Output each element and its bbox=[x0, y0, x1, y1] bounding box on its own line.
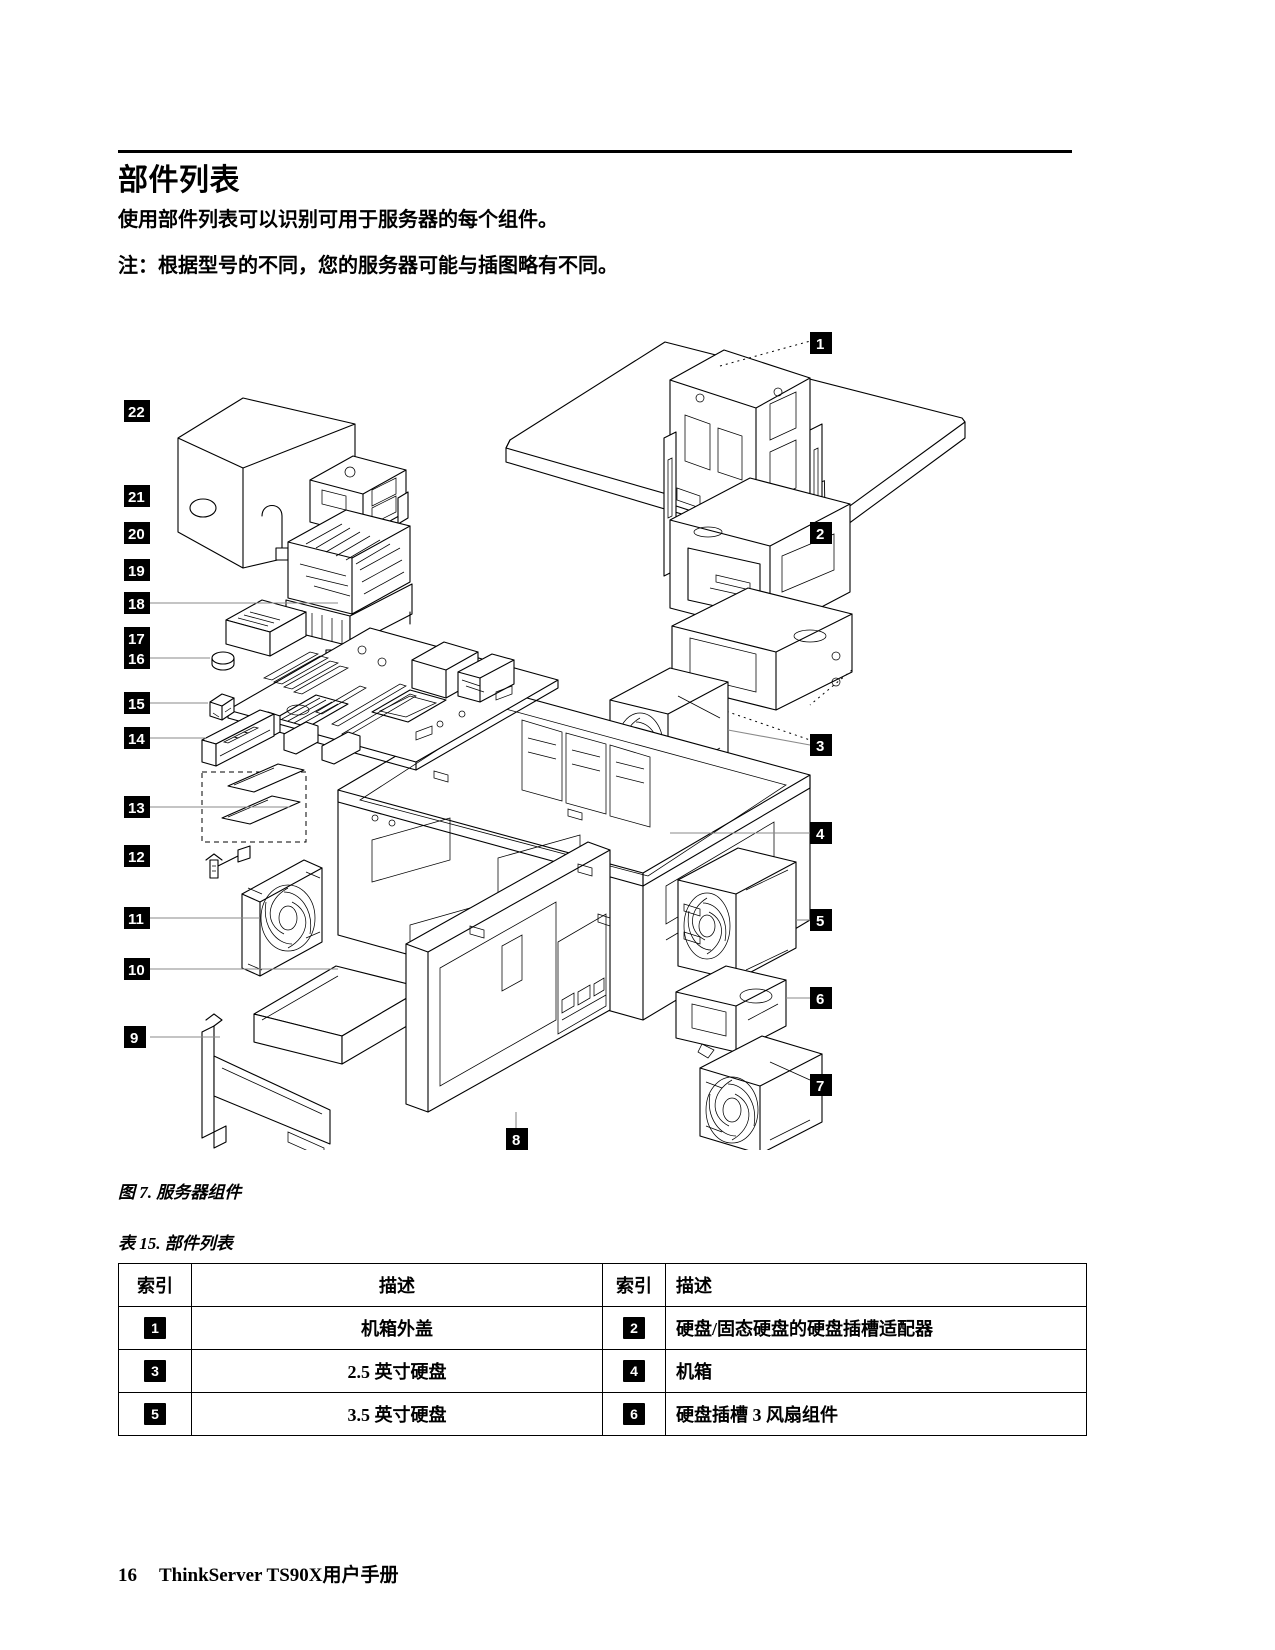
callout-2: 2 bbox=[810, 522, 832, 544]
row-description: 硬盘插槽 3 风扇组件 bbox=[665, 1392, 1087, 1436]
svg-text:12: 12 bbox=[128, 849, 145, 866]
callout-21: 21 bbox=[124, 485, 150, 507]
optical-drive-part bbox=[253, 965, 425, 1065]
fan-blades-icon bbox=[683, 892, 731, 960]
header-index-2: 索引 bbox=[602, 1263, 666, 1307]
index-chip: 5 bbox=[144, 1403, 166, 1425]
svg-text:20: 20 bbox=[128, 526, 145, 543]
row-index-badge: 6 bbox=[602, 1392, 666, 1436]
row-index-badge: 2 bbox=[602, 1306, 666, 1350]
callout-9: 9 bbox=[124, 1026, 146, 1048]
header-description-1: 描述 bbox=[191, 1263, 603, 1307]
callout-15: 15 bbox=[124, 692, 150, 714]
svg-text:13: 13 bbox=[128, 800, 145, 817]
index-chip: 1 bbox=[144, 1317, 166, 1339]
svg-text:19: 19 bbox=[128, 563, 145, 580]
callout-14: 14 bbox=[124, 727, 150, 749]
callout-1: 1 bbox=[810, 332, 832, 354]
hard-drive-35-part bbox=[677, 847, 797, 981]
front-bezel-part bbox=[405, 841, 611, 1113]
row-description: 2.5 英寸硬盘 bbox=[191, 1349, 603, 1393]
standoff-screw-part bbox=[205, 845, 251, 879]
callout-22: 22 bbox=[124, 400, 150, 422]
row-index-badge: 5 bbox=[118, 1392, 192, 1436]
row-description: 机箱 bbox=[665, 1349, 1087, 1393]
page-footer: 16 ThinkServer TS90X用户手册 bbox=[118, 1560, 398, 1587]
callout-13: 13 bbox=[124, 796, 150, 818]
callout-6: 6 bbox=[810, 987, 832, 1009]
figure-caption: 图 7. 服务器组件 bbox=[118, 1183, 242, 1202]
svg-text:5: 5 bbox=[816, 913, 824, 930]
parts-list-table: 索引 描述 索引 描述 1 机箱外盖 2 硬盘/固态硬盘的硬盘插槽适配器 3 2… bbox=[118, 1263, 1087, 1436]
front-fan-part bbox=[241, 859, 323, 977]
page-title: 部件列表 bbox=[118, 164, 240, 197]
svg-text:6: 6 bbox=[816, 991, 824, 1008]
svg-text:11: 11 bbox=[128, 911, 144, 928]
svg-text:17: 17 bbox=[128, 631, 145, 648]
system-fan-part bbox=[699, 1035, 823, 1150]
row-description: 3.5 英寸硬盘 bbox=[191, 1392, 603, 1436]
header-description-2: 描述 bbox=[665, 1263, 1087, 1307]
table-row: 1 机箱外盖 2 硬盘/固态硬盘的硬盘插槽适配器 bbox=[118, 1306, 1087, 1350]
callout-10: 10 bbox=[124, 958, 150, 980]
fan-blades-icon bbox=[705, 1076, 759, 1144]
drive-bay-adapter-part bbox=[669, 477, 851, 635]
expansion-card-part bbox=[201, 1013, 331, 1150]
table-caption: 表 15. 部件列表 bbox=[118, 1234, 233, 1253]
note-paragraph: 注：根据型号的不同，您的服务器可能与插图略有不同。 bbox=[118, 255, 618, 277]
optional-card-part bbox=[201, 763, 307, 843]
svg-text:22: 22 bbox=[128, 404, 145, 421]
exploded-view-figure: Lenovo bbox=[110, 320, 1090, 1150]
small-clip-part bbox=[209, 693, 235, 721]
table-row: 5 3.5 英寸硬盘 6 硬盘插槽 3 风扇组件 bbox=[118, 1392, 1087, 1436]
svg-text:18: 18 bbox=[128, 596, 145, 613]
index-chip: 2 bbox=[623, 1317, 645, 1339]
svg-text:14: 14 bbox=[128, 731, 145, 748]
callout-19: 19 bbox=[124, 559, 150, 581]
callout-12: 12 bbox=[124, 845, 150, 867]
svg-text:8: 8 bbox=[512, 1132, 520, 1149]
row-index-badge: 4 bbox=[602, 1349, 666, 1393]
svg-text:21: 21 bbox=[128, 489, 145, 506]
callout-16: 16 bbox=[124, 647, 150, 669]
table-header-row: 索引 描述 索引 描述 bbox=[118, 1263, 1087, 1307]
bay3-fan-assembly-part bbox=[675, 965, 787, 1059]
lead-paragraph: 使用部件列表可以识别可用于服务器的每个组件。 bbox=[118, 209, 558, 231]
callout-3: 3 bbox=[810, 734, 832, 756]
row-index-badge: 3 bbox=[118, 1349, 192, 1393]
svg-text:1: 1 bbox=[816, 336, 824, 353]
svg-text:2: 2 bbox=[816, 526, 824, 543]
footer-doc-title: ThinkServer TS90X用户手册 bbox=[159, 1565, 399, 1586]
header-rule bbox=[118, 150, 1072, 153]
callout-4: 4 bbox=[810, 822, 832, 844]
svg-text:3: 3 bbox=[816, 738, 824, 755]
callout-20: 20 bbox=[124, 522, 150, 544]
index-chip: 6 bbox=[623, 1403, 645, 1425]
svg-text:4: 4 bbox=[816, 826, 825, 843]
svg-text:10: 10 bbox=[128, 962, 145, 979]
callout-8: 8 bbox=[506, 1128, 528, 1150]
callout-17: 17 bbox=[124, 627, 150, 649]
svg-text:16: 16 bbox=[128, 651, 145, 668]
power-supply-part bbox=[177, 397, 356, 569]
callout-7: 7 bbox=[810, 1074, 832, 1096]
row-index-badge: 1 bbox=[118, 1306, 192, 1350]
row-description: 机箱外盖 bbox=[191, 1306, 603, 1350]
fan-blades-icon bbox=[260, 884, 316, 952]
row-description: 硬盘/固态硬盘的硬盘插槽适配器 bbox=[665, 1306, 1087, 1350]
svg-text:7: 7 bbox=[816, 1078, 824, 1095]
memory-module-part bbox=[201, 709, 275, 767]
index-chip: 3 bbox=[144, 1360, 166, 1382]
footer-page-number: 16 bbox=[118, 1565, 137, 1586]
header-index-1: 索引 bbox=[118, 1263, 192, 1307]
index-chip: 4 bbox=[623, 1360, 645, 1382]
callout-18: 18 bbox=[124, 592, 150, 614]
table-row: 3 2.5 英寸硬盘 4 机箱 bbox=[118, 1349, 1087, 1393]
svg-text:15: 15 bbox=[128, 696, 145, 713]
callout-11: 11 bbox=[124, 907, 150, 929]
callout-5: 5 bbox=[810, 909, 832, 931]
svg-text:9: 9 bbox=[130, 1030, 138, 1047]
cpu-processor-part bbox=[225, 599, 307, 657]
coin-battery-part bbox=[211, 651, 235, 671]
